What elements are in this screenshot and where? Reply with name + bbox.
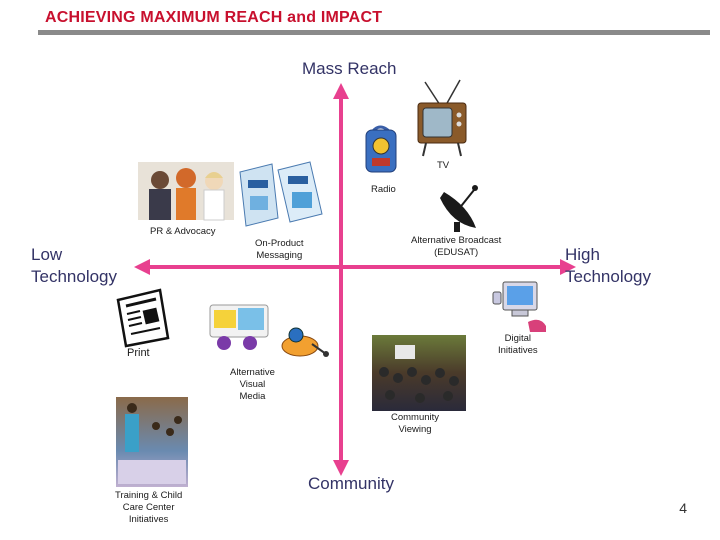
axis-label-left-line2: Technology <box>31 267 118 286</box>
axis-label-right-line2: Technology <box>565 267 652 286</box>
label-radio: Radio <box>371 184 396 195</box>
label-print: Print <box>127 347 150 359</box>
label-tv: TV <box>437 160 450 171</box>
label-community-viewing: Community Viewing <box>391 412 439 436</box>
page-number: 4 <box>679 500 687 516</box>
axis-label-right: High Technology <box>565 244 651 288</box>
label-alt-broadcast: Alternative Broadcast (EDUSAT) <box>411 235 501 259</box>
label-digital: Digital Initiatives <box>498 333 538 357</box>
horizontal-axis-arrow <box>134 259 576 275</box>
satellite-dish-icon <box>440 185 478 232</box>
axis-label-top: Mass Reach <box>302 59 397 78</box>
title-underline <box>38 30 710 35</box>
label-community-viewing-line2: Viewing <box>398 424 432 435</box>
computer-icon <box>492 281 546 332</box>
training-photo <box>116 397 188 487</box>
label-digital-line2: Initiatives <box>498 345 538 356</box>
label-on-product-line2: Messaging <box>256 250 303 261</box>
tv-icon <box>417 79 467 157</box>
axis-label-bottom: Community <box>308 474 394 493</box>
label-training: Training & Child Care Center Initiatives <box>115 490 182 526</box>
label-training-line2: Care Center <box>122 502 175 513</box>
pr-advocacy-photo <box>138 162 234 221</box>
label-pr-advocacy: PR & Advocacy <box>150 226 216 237</box>
slide-title: ACHIEVING MAXIMUM REACH and IMPACT <box>45 9 383 26</box>
label-alt-visual-line2: Visual <box>239 379 266 390</box>
axis-label-left: Low Technology <box>31 244 117 288</box>
newspaper-icon <box>116 288 170 348</box>
radio-icon <box>365 125 397 173</box>
axis-label-left-line1: Low <box>31 245 63 264</box>
label-alt-visual-line3: Media <box>239 391 266 402</box>
label-alt-broadcast-line1: Alternative Broadcast <box>411 235 502 246</box>
label-community-viewing-line1: Community <box>391 412 440 423</box>
label-alt-visual: Alternative Visual Media <box>230 367 275 403</box>
axis-label-right-line1: High <box>565 245 600 264</box>
label-alt-visual-line1: Alternative <box>230 367 275 378</box>
vertical-axis-arrow <box>333 83 349 476</box>
visual-media-cart-illustration <box>209 304 269 350</box>
label-alt-broadcast-line2: (EDUSAT) <box>434 247 479 258</box>
label-training-line1: Training & Child <box>115 490 183 501</box>
projector-icon <box>281 327 329 357</box>
label-digital-line1: Digital <box>504 333 531 344</box>
product-boxes-photo <box>239 161 323 227</box>
label-on-product-line1: On-Product <box>255 238 304 249</box>
community-viewing-photo <box>372 335 466 411</box>
label-on-product: On-Product Messaging <box>255 238 304 262</box>
label-training-line3: Initiatives <box>128 514 169 525</box>
